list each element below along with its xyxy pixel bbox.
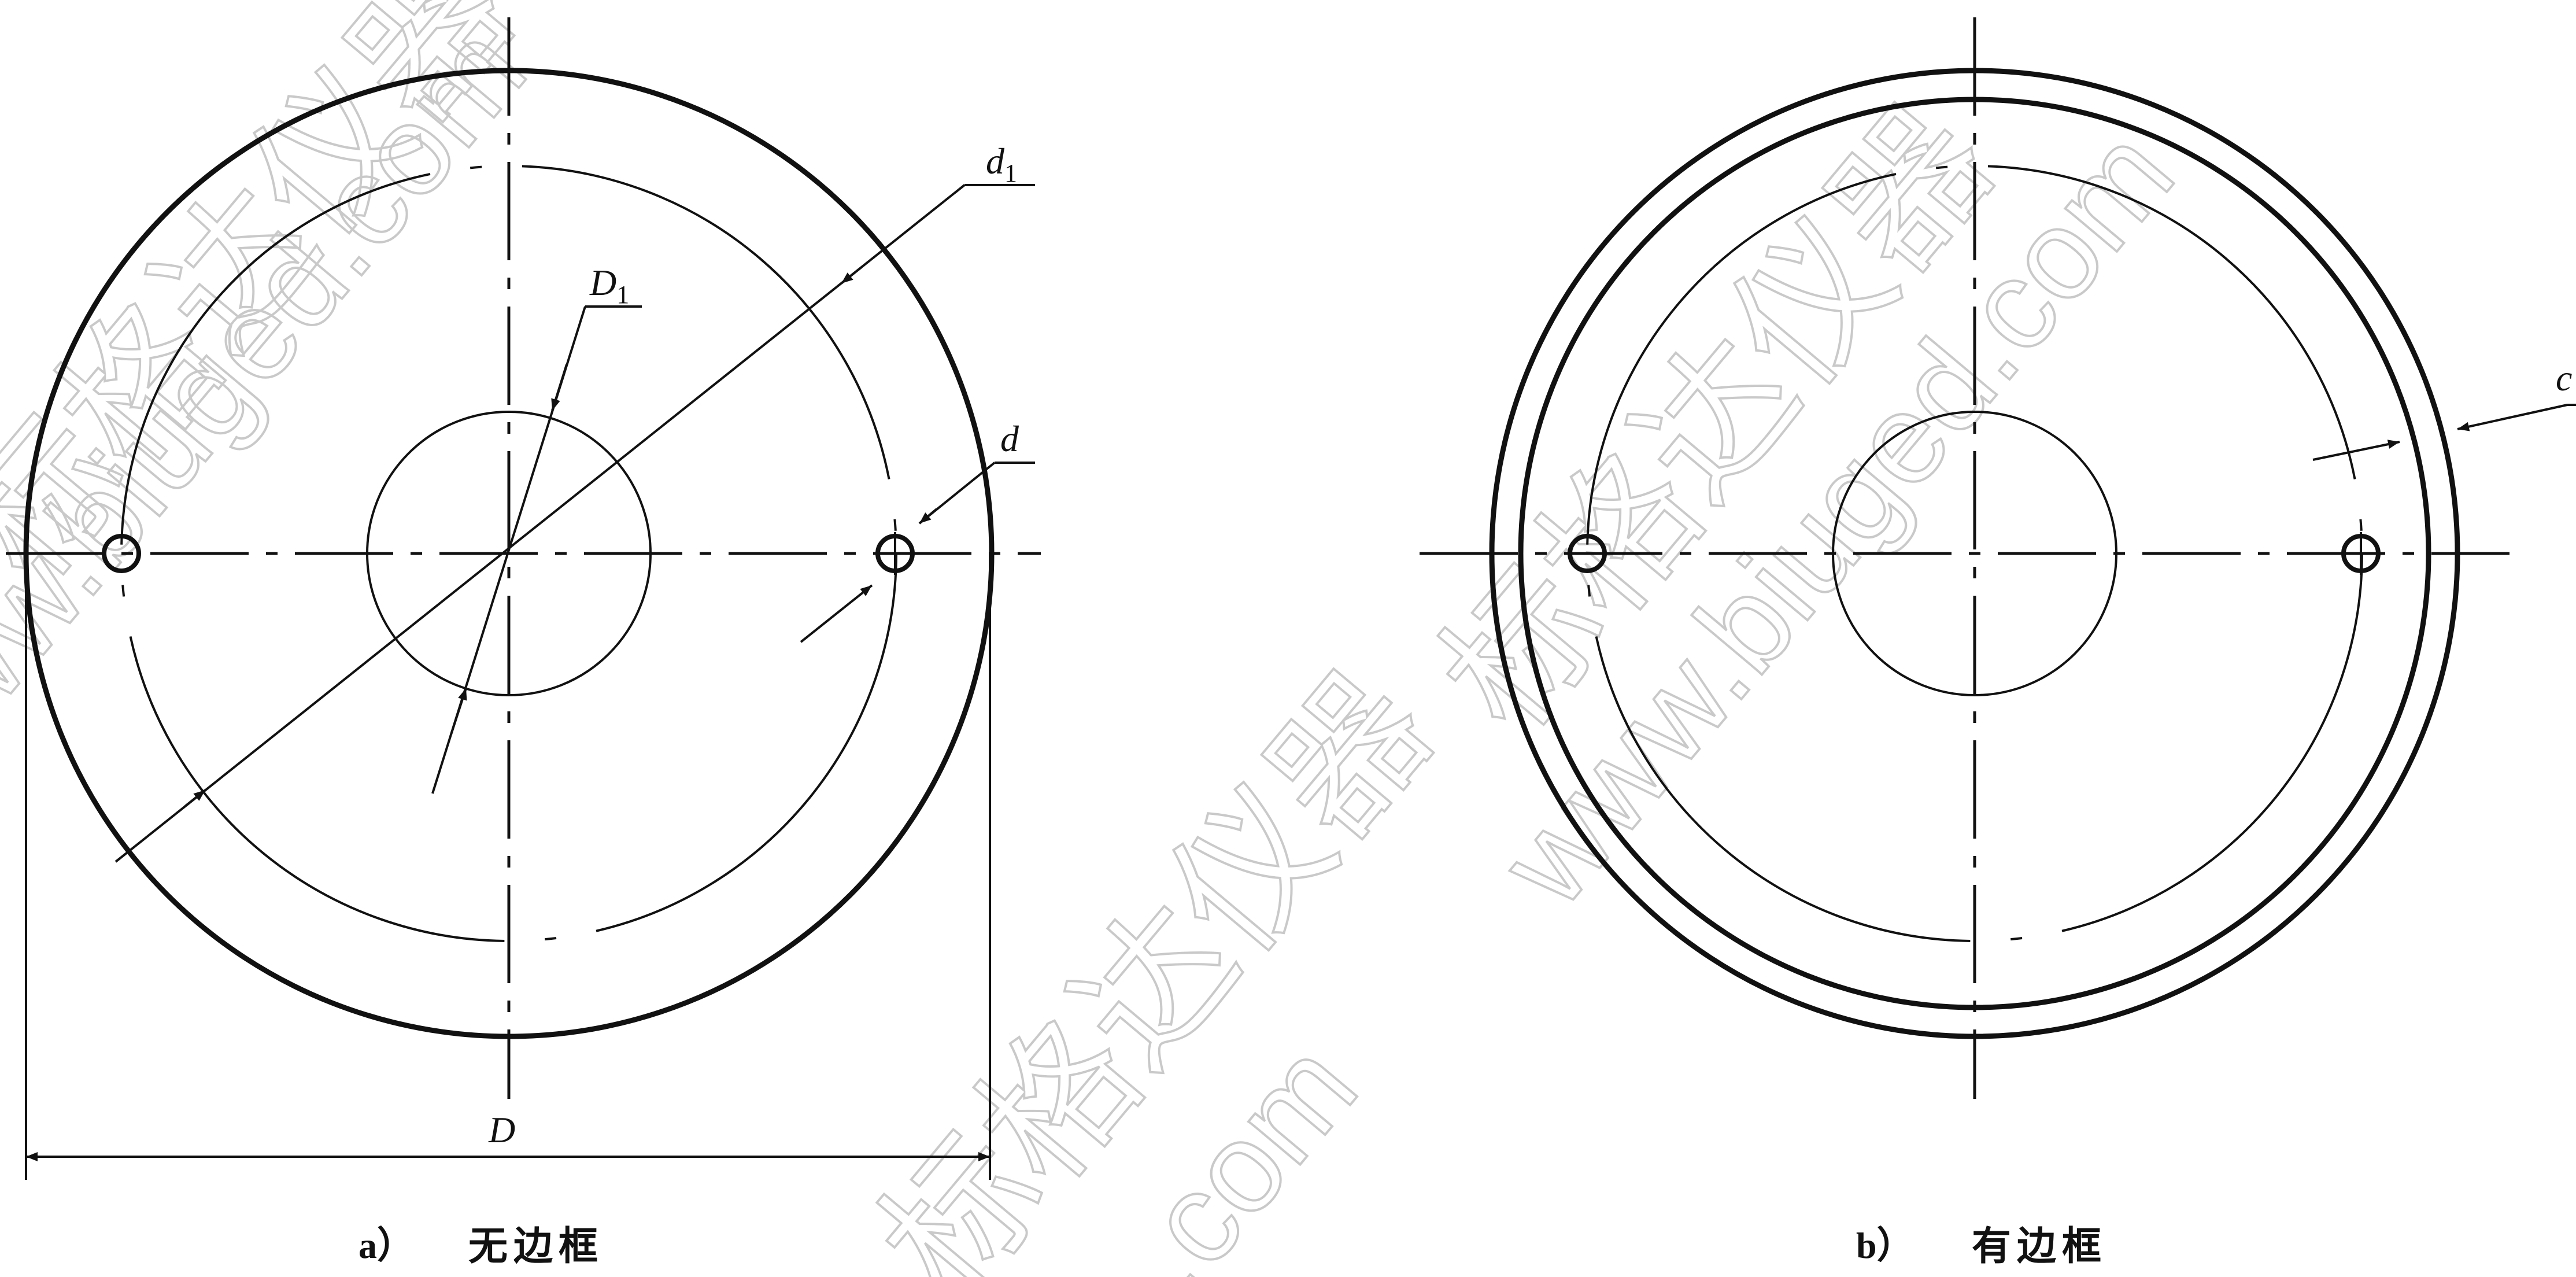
figure-a-dimension-d	[800, 584, 873, 643]
figure-a-caption-text: 无边框	[468, 1224, 604, 1269]
figure-a	[6, 17, 1041, 1180]
figure-b-dimension-c	[2312, 440, 2400, 461]
figure-b-outer-frame-circle	[1489, 68, 2460, 1039]
label-D1: D1	[589, 262, 629, 309]
label-D: D	[488, 1109, 515, 1150]
figure-a-dimension-d1	[114, 184, 966, 863]
label-d: d	[1000, 418, 1019, 459]
figure-b-inner-frame-circle	[1518, 97, 2431, 1010]
figure-a-center-circle	[366, 411, 652, 696]
label-d1: d1	[986, 141, 1017, 187]
figure-b-caption-letter: b）	[1856, 1225, 1914, 1266]
figure-b	[1420, 17, 2576, 1099]
figure-b-hole-left	[1568, 534, 1607, 573]
figure-a-hole-left	[102, 534, 141, 573]
figure-b-center-circle	[1832, 411, 2117, 696]
figure-a-labels: D D1 d1 d a） 无边框	[359, 141, 1019, 1269]
figure-a-caption-letter: a）	[359, 1225, 414, 1266]
label-c: c	[2556, 357, 2572, 398]
figure-b-caption-text: 有边框	[1972, 1224, 2107, 1269]
figure-b-labels: c b） 有边框	[1856, 357, 2572, 1269]
watermark-layer: 标格达仪器 www.biuged.com 标格达仪器 .com 标格达仪器 ww…	[0, 0, 2201, 1277]
